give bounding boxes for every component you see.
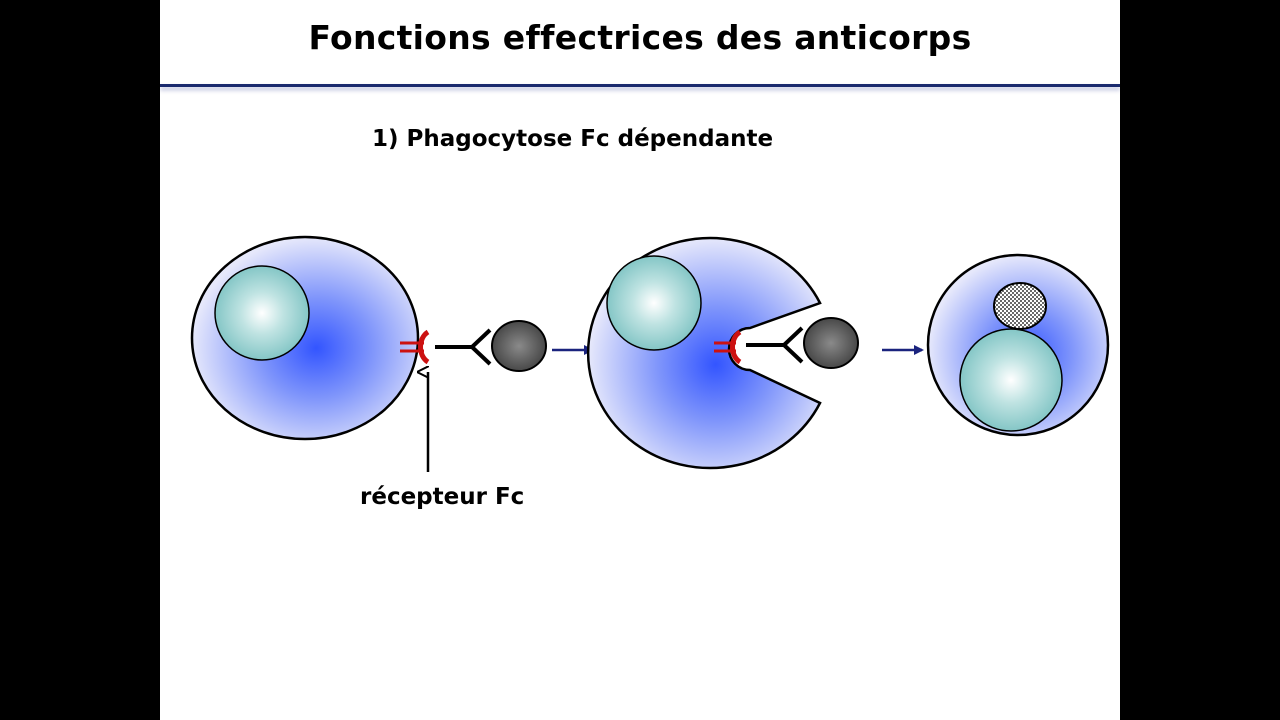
stage-2-phagocyte — [586, 236, 822, 470]
fc-receptor-engaged — [714, 329, 742, 365]
nucleus — [214, 265, 310, 361]
stage-3-phagocyte — [926, 253, 1110, 437]
fc-receptor-label: récepteur Fc — [360, 484, 525, 510]
slide-title: Fonctions effectrices des anticorps — [308, 18, 972, 57]
target-particle — [491, 320, 547, 372]
antibody-engaged — [746, 326, 804, 364]
left-letterbox — [0, 0, 160, 720]
right-letterbox — [1120, 0, 1280, 720]
section-subtitle: 1) Phagocytose Fc dépendante — [372, 126, 774, 152]
nucleus — [606, 255, 702, 351]
phagosome — [993, 282, 1047, 330]
phagocytosis-diagram — [190, 235, 1110, 472]
title-divider — [160, 84, 1120, 87]
fc-receptor — [400, 329, 430, 365]
antibody — [435, 328, 492, 366]
slide: Fonctions effectrices des anticorps 1) P… — [160, 0, 1120, 720]
stage-1-phagocyte — [190, 235, 420, 441]
nucleus — [959, 328, 1063, 432]
target-particle — [803, 317, 859, 369]
